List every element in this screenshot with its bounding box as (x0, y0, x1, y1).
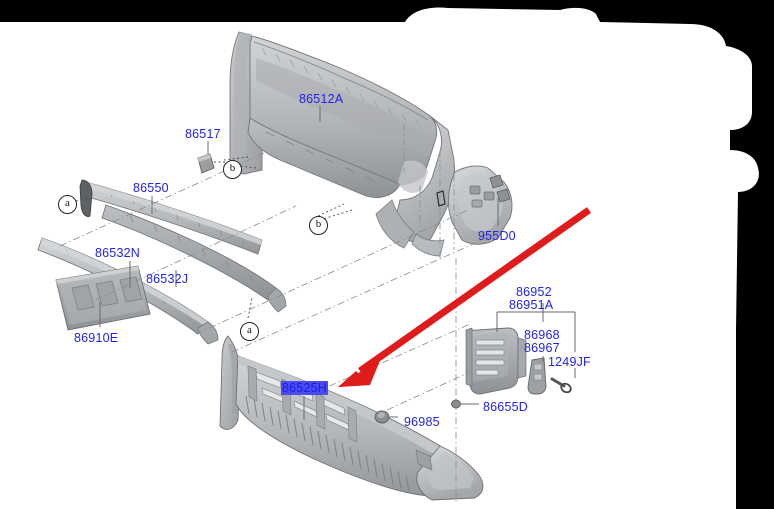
part-bumper-clip (197, 153, 215, 174)
part-lower-molding (101, 204, 287, 313)
marker-rhombus (436, 190, 446, 207)
part-rear-bumper-cover (229, 31, 455, 257)
part-parking-sensor (448, 165, 513, 245)
part-label-86525H: 86525H (281, 381, 328, 395)
part-mounting-screw (550, 377, 572, 394)
part-label-955D0: 955D0 (478, 229, 516, 243)
part-label-96985: 96985 (404, 415, 440, 429)
callout-a-2: a (240, 322, 259, 341)
red-arrow-icon (338, 207, 592, 387)
part-bracket-stay (527, 357, 547, 395)
part-label-86512A: 86512A (299, 92, 344, 106)
part-label-86952: 86952 (516, 285, 552, 299)
part-label-1249JF: 1249JF (548, 355, 591, 369)
part-label-86968: 86968 (524, 328, 560, 342)
callout-b-2: b (309, 216, 328, 235)
part-label-86655D: 86655D (483, 400, 528, 414)
part-license-plate-bracket (55, 265, 151, 331)
part-bumper-side-bracket (465, 327, 527, 395)
part-label-86967: 86967 (524, 341, 560, 355)
part-label-86532J: 86532J (146, 272, 189, 286)
part-label-86532N: 86532N (95, 246, 140, 260)
callout-b-1: b (223, 160, 242, 179)
part-label-86517: 86517 (185, 127, 221, 141)
part-upper-trim-molding (79, 179, 263, 255)
part-label-86550: 86550 (133, 181, 169, 195)
part-label-86951A: 86951A (509, 298, 554, 312)
callout-a-1: a (58, 195, 77, 214)
part-label-86910E: 86910E (74, 331, 119, 345)
